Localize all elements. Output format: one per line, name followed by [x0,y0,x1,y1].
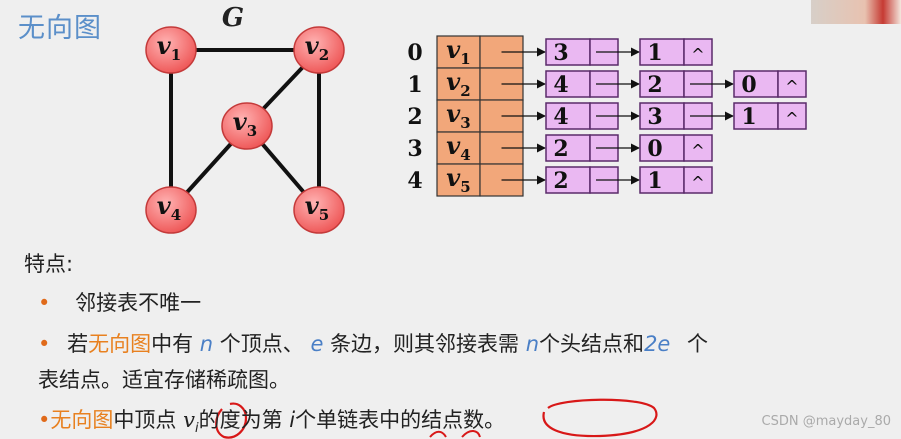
var-n: n [199,332,214,356]
handwritten-scribble-annotation [429,430,481,438]
row-index: 0 [407,40,422,66]
head-node-label: v5 [446,163,470,196]
list-node-value: 2 [553,168,568,194]
vertex-label: v5 [305,191,329,224]
text-segment: 个单链表中的结点数。 [295,408,506,432]
null-pointer-symbol: ^ [691,141,704,160]
null-pointer-symbol: ^ [691,45,704,64]
list-node-pointer [683,38,713,66]
list-node-data [545,102,591,130]
row-index: 4 [407,168,422,194]
vertex-label: v2 [305,31,329,64]
features-heading: 特点: [24,252,74,276]
bullet-marker: • [38,291,51,315]
list-node-value: 0 [647,136,662,162]
page-title: 无向图 [18,13,102,44]
text-segment: 中顶点 [113,408,177,432]
vertex-label: v4 [157,191,181,224]
vertex-label: v3 [233,107,257,140]
bullet-item-3: •无向图中顶点 vi的度为第 i个单链表中的结点数。 [38,404,505,436]
var-i: i [289,408,296,432]
list-node-value: 1 [647,40,662,66]
list-node-data [639,166,685,194]
list-node-value: 4 [553,104,568,130]
presenter-video-thumbnail [811,0,901,24]
head-node-label: v2 [446,67,470,100]
list-node-value: 1 [741,104,756,130]
list-node-value: 3 [647,104,662,130]
null-pointer-symbol: ^ [785,77,798,96]
text-segment: 若 [67,332,89,356]
list-node-value: 1 [647,168,662,194]
null-pointer-symbol: ^ [785,109,798,128]
row-index: 1 [407,72,422,98]
graph-name-label: G [222,3,244,33]
list-node-pointer [777,102,807,130]
list-node-data [545,70,591,98]
text-segment: 中有 [151,332,194,356]
graph-vertex [293,26,345,74]
text-segment: 个 [687,332,709,356]
text-segment: 个头结点和 [539,332,645,356]
bullet-item-2: • 若无向图中有 n 个顶点、 e 条边，则其邻接表需 n个头结点和2e 个 [38,328,708,358]
list-node-pointer [683,166,713,194]
list-node-data [545,166,591,194]
null-pointer-symbol: ^ [691,173,704,192]
handwritten-circle-annotation [215,402,248,439]
head-node-label: v1 [446,35,470,68]
vertex-label: v1 [157,31,181,64]
list-node-pointer [683,134,713,162]
row-index: 2 [407,104,422,130]
list-node-value: 2 [553,136,568,162]
bullet-text: 邻接表不唯一 [75,291,202,315]
list-node-value: 0 [741,72,756,98]
head-node-data [436,163,481,197]
graph-vertex [145,186,197,234]
list-node-value: 2 [647,72,662,98]
graph-vertex [293,186,345,234]
list-node-data [545,134,591,162]
bullet-marker: • [38,408,51,432]
var-e: e [310,332,324,356]
head-node-label: v4 [446,131,470,164]
text-segment: 的度为第 [198,408,283,432]
var-2e: 2e [644,332,671,356]
var-n: n [525,332,540,356]
graph-vertex [221,102,273,150]
list-node-value: 3 [553,40,568,66]
row-index: 3 [407,136,422,162]
list-node-data [545,38,591,66]
watermark: CSDN @mayday_80 [761,414,891,429]
var-v-sub: i [194,421,199,437]
list-node-value: 4 [553,72,568,98]
head-node-data [436,67,481,101]
highlight-term: 无向图 [50,408,114,432]
list-node-data [639,134,685,162]
bullet-item-2-line2: 表结点。适宜存储稀疏图。 [38,368,290,392]
graph-vertex [145,26,197,74]
handwritten-circle-annotation [542,398,658,438]
head-node-label: v3 [446,99,470,132]
head-node-data [436,99,481,133]
var-v: v [183,408,195,432]
bullet-item-1: • 邻接表不唯一 [38,287,201,317]
text-segment: 条边，则其邻接表需 [330,332,520,356]
bullet-marker: • [38,332,51,356]
text-segment: 个顶点、 [219,332,304,356]
list-node-pointer [777,70,807,98]
highlight-term: 无向图 [88,332,152,356]
